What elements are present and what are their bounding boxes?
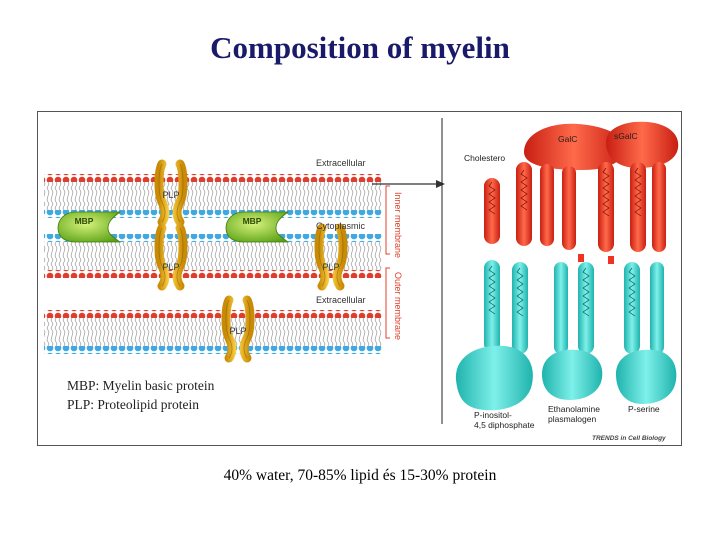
myelin-diagram: PLP PLP PLP PLP MBP MBP Extracellular Cy… [44, 118, 679, 442]
mbp-label: MBP [243, 216, 262, 226]
legend-mbp: MBP: Myelin basic protein [67, 378, 215, 393]
lipid-panel-cyan [455, 260, 677, 411]
legend-plp: PLP: Proteolipid protein [67, 397, 199, 412]
plp-label: PLP [322, 262, 339, 272]
slide-caption: 40% water, 70-85% lipid és 15-30% protei… [223, 467, 497, 484]
plp-protein: PLP [226, 300, 250, 358]
arrow-to-lipids [372, 180, 445, 188]
diagram-frame: PLP PLP PLP PLP MBP MBP Extracellular Cy… [37, 111, 682, 446]
lipid-panel-red [484, 121, 679, 264]
slide-title: Composition of myelin [210, 30, 510, 65]
label-ethanolamine-line1: Ethanolamine [548, 404, 600, 414]
plp-protein: PLP [159, 228, 183, 286]
label-cytoplasmic: Cytoplasmic [316, 221, 366, 231]
plp-protein: PLP [159, 164, 183, 222]
label-extracellular-bottom: Extracellular [316, 295, 366, 305]
label-galc: GalC [558, 134, 577, 144]
label-ethanolamine-line2: plasmalogen [548, 414, 596, 424]
label-p-inositol-line1: P-inositol- [474, 410, 512, 420]
inner-membrane-bracket [385, 185, 390, 255]
label-inner-membrane: Inner membrane [393, 192, 403, 258]
bilayer-top [44, 174, 382, 218]
plp-label: PLP [229, 326, 246, 336]
mbp-protein: MBP [57, 211, 121, 243]
label-extracellular-top: Extracellular [316, 158, 366, 168]
plp-label: PLP [162, 190, 179, 200]
plp-protein: PLP [319, 228, 343, 286]
label-sgalc: sGalC [614, 131, 638, 141]
plp-label: PLP [162, 262, 179, 272]
figure-credit: TRENDS in Cell Biology [592, 435, 666, 442]
label-p-inositol-line2: 4,5 diphosphate [474, 420, 535, 430]
bilayer-bottom [44, 310, 382, 354]
mbp-label: MBP [75, 216, 94, 226]
label-cholesterol: Cholestero [464, 153, 505, 163]
outer-membrane-bracket [385, 267, 390, 339]
label-outer-membrane: Outer membrane [393, 272, 403, 340]
label-p-serine: P-serine [628, 404, 660, 414]
mbp-protein: MBP [225, 211, 289, 243]
